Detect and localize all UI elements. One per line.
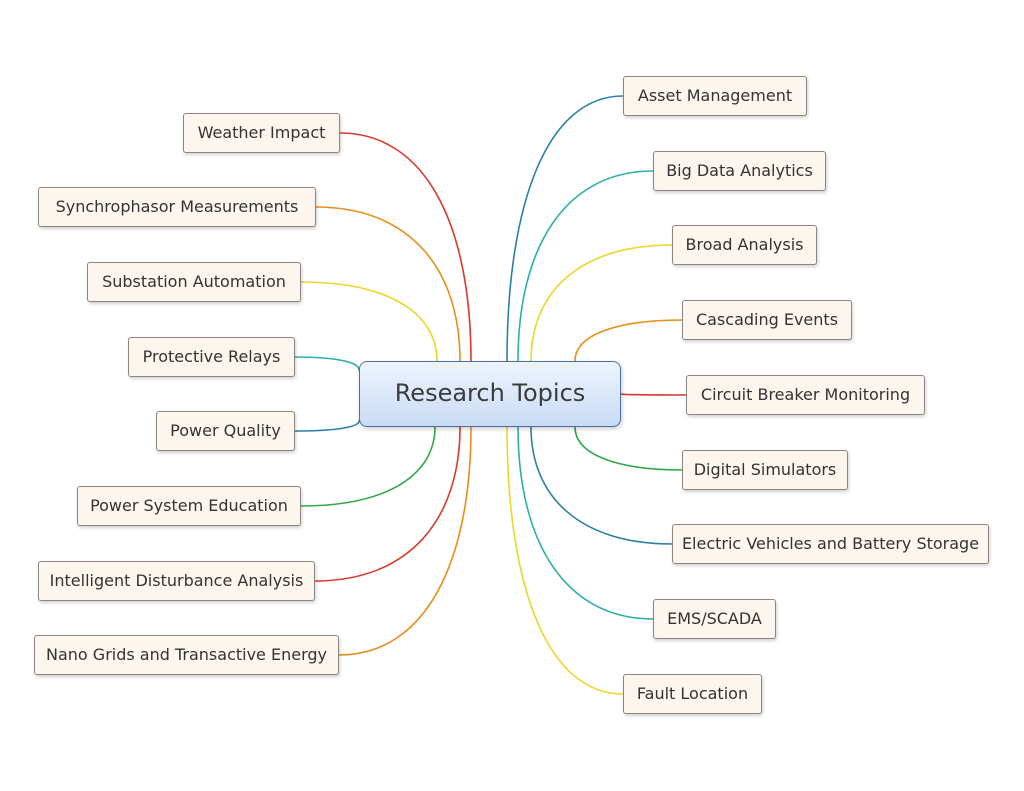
connector-big-data-analytics bbox=[517, 170, 654, 362]
topic-weather-impact[interactable]: Weather Impact bbox=[183, 113, 340, 153]
topic-asset-management[interactable]: Asset Management bbox=[623, 76, 807, 116]
connector-digital-simulators bbox=[574, 426, 683, 471]
central-topic[interactable]: Research Topics bbox=[359, 361, 621, 427]
connector-ems-scada bbox=[517, 426, 654, 620]
topic-digital-simulators[interactable]: Digital Simulators bbox=[682, 450, 848, 490]
connector-circuit-breaker-monitoring bbox=[620, 393, 687, 396]
topic-intelligent-disturbance-analysis[interactable]: Intelligent Disturbance Analysis bbox=[38, 561, 315, 601]
topic-electric-vehicles-battery-storage[interactable]: Electric Vehicles and Battery Storage bbox=[672, 524, 989, 564]
topic-synchrophasor-measurements[interactable]: Synchrophasor Measurements bbox=[38, 187, 316, 227]
connector-synchrophasor-measurements bbox=[315, 206, 461, 362]
topic-substation-automation[interactable]: Substation Automation bbox=[87, 262, 301, 302]
topic-broad-analysis[interactable]: Broad Analysis bbox=[672, 225, 817, 265]
topic-protective-relays[interactable]: Protective Relays bbox=[128, 337, 295, 377]
topic-power-system-education[interactable]: Power System Education bbox=[77, 486, 301, 526]
connector-fault-location bbox=[506, 426, 624, 695]
topic-power-quality[interactable]: Power Quality bbox=[156, 411, 295, 451]
connector-broad-analysis bbox=[530, 244, 673, 362]
connector-nano-grids-transactive-energy bbox=[338, 426, 472, 656]
connector-protective-relays bbox=[294, 356, 360, 371]
connector-power-quality bbox=[294, 420, 360, 432]
topic-cascading-events[interactable]: Cascading Events bbox=[682, 300, 852, 340]
connector-weather-impact bbox=[339, 132, 472, 362]
topic-fault-location[interactable]: Fault Location bbox=[623, 674, 762, 714]
topic-ems-scada[interactable]: EMS/SCADA bbox=[653, 599, 776, 639]
connector-intelligent-disturbance-analysis bbox=[314, 426, 461, 582]
topic-big-data-analytics[interactable]: Big Data Analytics bbox=[653, 151, 826, 191]
connector-power-system-education bbox=[300, 426, 436, 507]
connector-cascading-events bbox=[574, 319, 683, 362]
topic-nano-grids-transactive-energy[interactable]: Nano Grids and Transactive Energy bbox=[34, 635, 339, 675]
connector-electric-vehicles-battery-storage bbox=[530, 426, 673, 545]
topic-circuit-breaker-monitoring[interactable]: Circuit Breaker Monitoring bbox=[686, 375, 925, 415]
connector-substation-automation bbox=[300, 281, 438, 362]
connector-asset-management bbox=[506, 95, 624, 362]
